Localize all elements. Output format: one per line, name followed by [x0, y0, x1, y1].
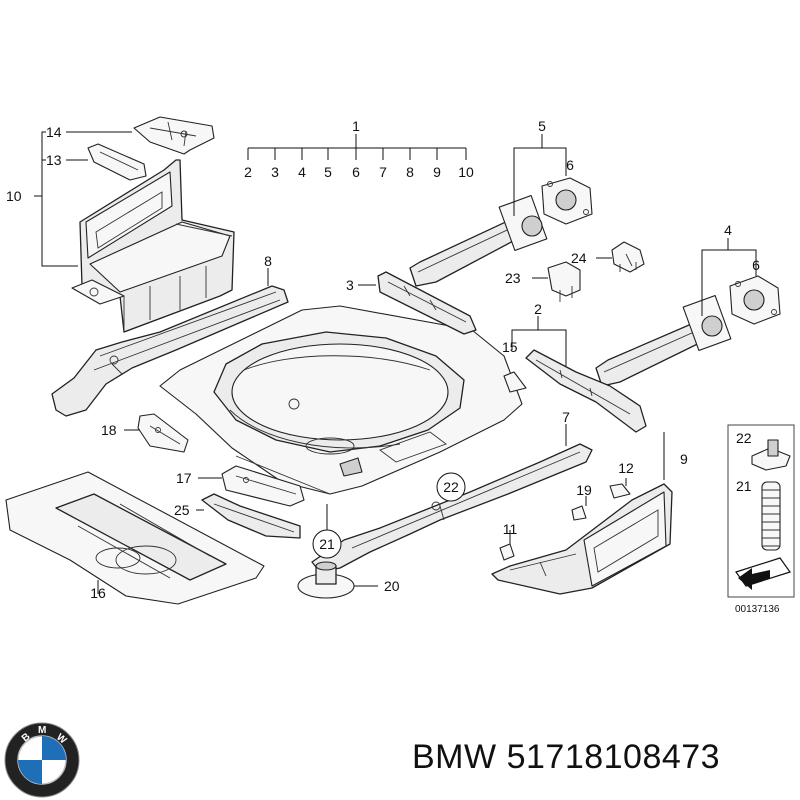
callout-1-sub-5: 5 — [324, 164, 332, 180]
callout-19: 19 — [576, 482, 592, 498]
callout-5: 5 — [538, 118, 546, 134]
bracket-25: 25 — [174, 493, 301, 539]
callout-7: 7 — [562, 409, 570, 425]
callout-24: 24 — [571, 250, 587, 266]
direction-arrow-icon — [738, 568, 770, 590]
callout-1-sub-9: 9 — [433, 164, 441, 180]
callout-1-sub-7: 7 — [379, 164, 387, 180]
callout-20: 20 — [384, 578, 400, 594]
callout-16: 16 — [90, 585, 106, 601]
bracket-18: 18 — [101, 413, 189, 453]
callout-6b: 6 — [752, 257, 760, 273]
callout-1-sub-8: 8 — [406, 164, 414, 180]
callout-21-circled: 21 — [319, 536, 335, 552]
battery-tray-assembly — [71, 116, 235, 333]
bmw-logo: B M W — [4, 722, 80, 798]
callout-6a: 6 — [566, 157, 574, 173]
callouts-battery: 14 13 10 — [6, 124, 132, 267]
inset-callout-21: 21 — [736, 478, 752, 494]
callout-1-sub-10: 10 — [458, 164, 474, 180]
callout-group-1: 1 2 3 4 5 6 7 8 9 10 — [244, 118, 474, 180]
callout-12: 12 — [618, 460, 634, 476]
callout-9: 9 — [680, 451, 688, 467]
brand-name: BMW — [412, 738, 497, 776]
bracket-3: 3 — [346, 271, 477, 335]
callout-2: 2 — [534, 301, 542, 317]
callout-15: 15 — [502, 339, 518, 355]
bracket-17: 17 — [176, 465, 305, 507]
member-2: 2 15 — [502, 301, 647, 433]
callout-18: 18 — [101, 422, 117, 438]
callout-14: 14 — [46, 124, 62, 140]
mount-plate-6a — [541, 177, 593, 225]
callout-23: 23 — [505, 270, 521, 286]
callout-17: 17 — [176, 470, 192, 486]
callout-4: 4 — [724, 222, 732, 238]
bracket-23: 23 — [505, 261, 581, 302]
callout-13: 13 — [46, 152, 62, 168]
callout-1-sub-2: 2 — [244, 164, 252, 180]
callouts-4-6b: 4 6 — [701, 222, 760, 316]
callout-1: 1 — [352, 118, 360, 134]
callout-3: 3 — [346, 277, 354, 293]
part-number: 51718108473 — [506, 738, 721, 776]
callouts-5-6a: 5 6 — [513, 118, 574, 216]
support-tray-9: 9 12 19 11 — [491, 432, 688, 595]
detail-inset: 22 21 00137136 — [727, 424, 795, 615]
callout-11: 11 — [503, 521, 518, 537]
callout-1-sub-3: 3 — [271, 164, 279, 180]
crossmember-5 — [409, 195, 548, 287]
callout-10: 10 — [6, 188, 22, 204]
grommet-20: 20 21 — [297, 504, 400, 599]
svg-text:M: M — [38, 725, 46, 736]
side-member-8: 8 — [51, 253, 289, 417]
floor-panel-16: 16 — [5, 471, 265, 605]
crossmember-4 — [595, 295, 732, 387]
side-member-7: 7 22 — [311, 409, 593, 573]
callout-8: 8 — [264, 253, 272, 269]
mount-plate-6b — [729, 275, 781, 325]
bracket-24: 24 — [571, 241, 645, 273]
spare-wheel-well — [159, 305, 523, 495]
reference-number: 00137136 — [735, 604, 780, 615]
callout-1-sub-4: 4 — [298, 164, 306, 180]
callout-1-sub-6: 6 — [352, 164, 360, 180]
callout-22-circled: 22 — [443, 479, 459, 495]
inset-callout-22: 22 — [736, 430, 752, 446]
callout-25: 25 — [174, 502, 190, 518]
